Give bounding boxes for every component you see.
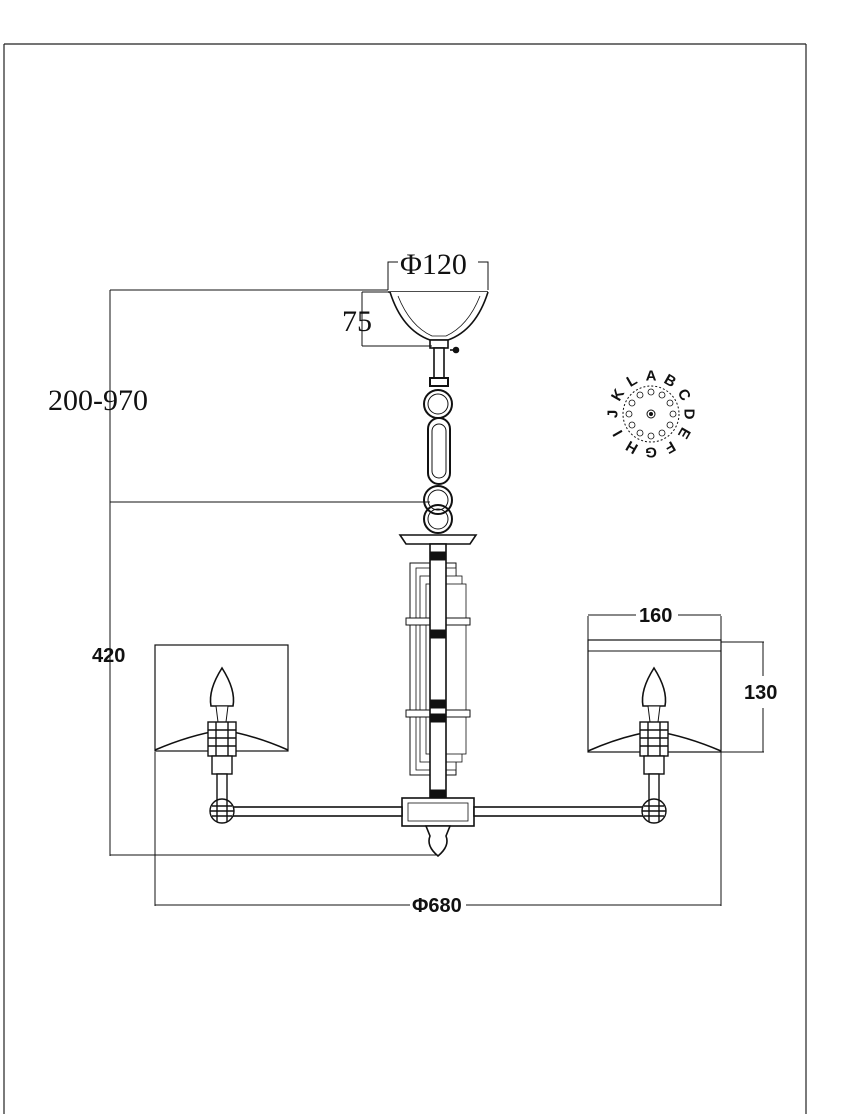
right-ball-joint: [641, 798, 667, 824]
wheel-letter-i: I: [610, 427, 627, 439]
wheel-letter-j: J: [605, 410, 622, 418]
wheel-letter-b: B: [661, 371, 679, 391]
wheel-letter-k: K: [608, 386, 628, 404]
left-socket: [207, 721, 237, 801]
wheel-letter-a: A: [646, 368, 657, 385]
dimension-lines: [109, 261, 764, 906]
ceiling-canopy: [388, 291, 489, 379]
canopy-diameter-label: Φ120: [400, 248, 467, 281]
wheel-letter-d: D: [681, 409, 698, 420]
letter-wheel-disc: [622, 385, 680, 443]
wheel-letter-l: L: [624, 371, 640, 390]
central-body: [398, 534, 478, 858]
shade-width-label: 160: [639, 605, 672, 627]
wheel-letter-h: H: [623, 437, 641, 457]
left-bulb: [209, 666, 235, 723]
shade-height-label: 130: [744, 682, 777, 704]
right-socket: [639, 721, 669, 801]
overall-diameter-label: Φ680: [412, 895, 462, 917]
left-ball-joint: [209, 798, 235, 824]
wheel-letter-e: E: [674, 424, 694, 441]
wheel-letter-c: C: [674, 386, 694, 404]
canopy-height-label: 75: [342, 305, 372, 338]
body-height-label: 420: [92, 645, 125, 667]
right-lamp: [587, 639, 722, 824]
adjustable-height-label: 200-970: [48, 384, 148, 417]
right-bulb: [641, 666, 667, 723]
drawing-frame: [3, 43, 807, 1114]
chain: [423, 377, 453, 534]
wheel-letter-g: G: [645, 444, 657, 461]
wheel-letter-f: F: [662, 437, 678, 456]
left-lamp: [154, 644, 289, 824]
